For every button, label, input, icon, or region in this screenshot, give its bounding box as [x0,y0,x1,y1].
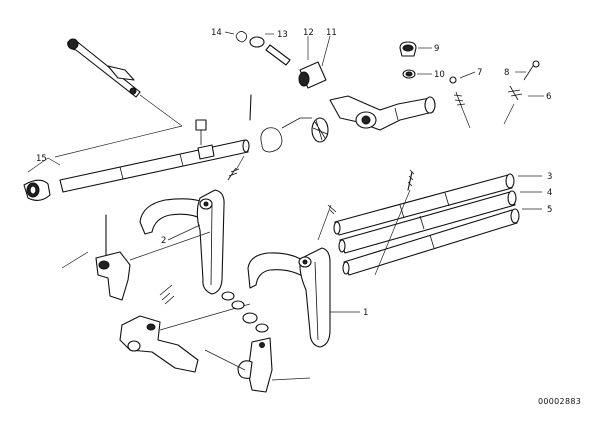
selector-rod-3 [333,173,515,236]
torsion-spring [260,117,329,153]
pin-12 [265,44,291,66]
callout-9: 9 [434,44,439,54]
shift-lever [329,95,436,131]
callout-4: 4 [547,188,552,198]
shift-fork-2 [139,189,225,295]
bushing-11 [298,61,327,89]
callout-12: 12 [303,28,314,38]
callout-11: 11 [326,28,337,38]
callout-13: 13 [277,30,288,40]
upper-left-rod [67,38,141,98]
callout-14: 14 [211,28,222,38]
callout-2: 2 [161,236,166,246]
detent-pin [507,60,540,101]
callout-3: 3 [547,172,552,182]
circlip-14 [235,31,247,43]
ring-10 [402,69,416,79]
lower-shift-lever [119,315,199,373]
document-id: 00002883 [538,397,581,406]
sleeve-13 [249,36,265,48]
detent-spring [449,76,466,109]
selector-arm [95,214,131,301]
callout-6: 6 [546,92,551,102]
selector-rod-5 [342,208,520,276]
callout-5: 5 [547,205,552,215]
callout-1: 1 [363,308,368,318]
shift-fork-1 [247,247,331,348]
roll-pin [407,169,415,191]
selector-rod-4 [338,190,517,254]
selector-shaft-15 [23,139,250,201]
bolt [195,119,207,145]
washer-stack [221,291,269,333]
callout-15: 15 [36,154,47,164]
cap-9 [399,41,417,57]
callout-10: 10 [434,70,445,80]
callout-7: 7 [477,68,482,78]
callout-8: 8 [504,68,509,78]
hook-lever [237,337,273,393]
